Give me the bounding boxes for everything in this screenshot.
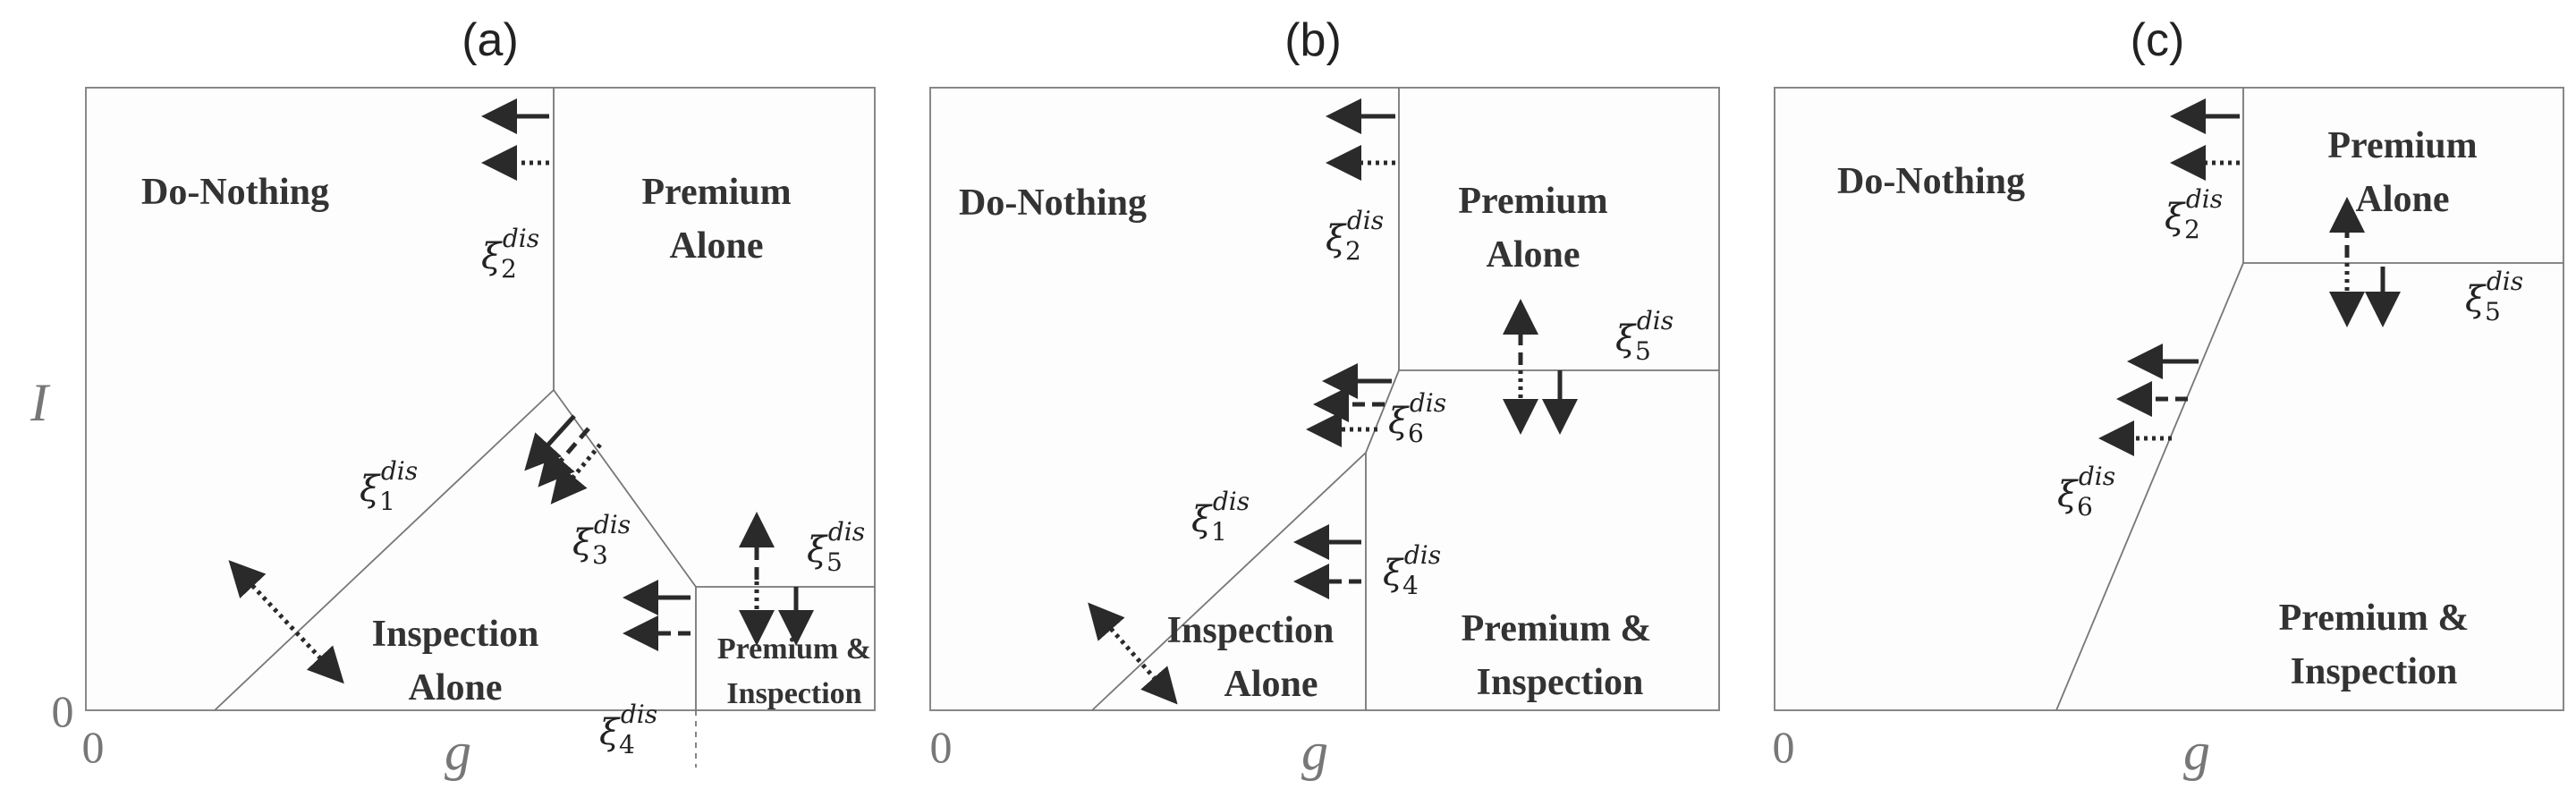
region-do-nothing: Do-Nothing — [141, 172, 329, 213]
arrow-solid-down-left — [524, 414, 576, 471]
region-premium-inspection-line1: Premium & — [2279, 598, 2470, 639]
threshold-label-xi4: ξ4dis — [1383, 540, 1441, 600]
region-premium-alone-line1: Premium — [1458, 181, 1607, 222]
region-premium-alone-line1: Premium — [2327, 125, 2477, 166]
threshold-label-xi4: ξ4dis — [599, 700, 657, 759]
region-premium-inspection-line2: Inspection — [1477, 662, 1644, 703]
y-origin-tick: 0 — [52, 686, 74, 736]
x-origin-tick: 0 — [1773, 722, 1795, 772]
region-premium-alone-line2: Alone — [670, 225, 764, 267]
region-premium-alone-line2: Alone — [1487, 234, 1580, 276]
region-do-nothing: Do-Nothing — [959, 182, 1147, 224]
threshold-label-xi3: ξ3dis — [572, 510, 631, 570]
panel-b: (b) 0 g Do-Nothing Premium Alone Inspect… — [929, 14, 1720, 781]
y-axis-label: I — [30, 373, 51, 432]
x-axis-label: g — [2183, 722, 2210, 781]
threshold-label-xi1: ξ1dis — [1191, 487, 1250, 547]
threshold-label-xi6: ξ6dis — [2057, 462, 2115, 522]
x-origin-tick: 0 — [82, 722, 105, 772]
boundary-xi6 — [1365, 369, 1400, 454]
region-do-nothing: Do-Nothing — [1837, 161, 2025, 202]
x-axis-label: g — [1301, 722, 1328, 781]
panel-a: (a) I 0 0 g Do-Nothing Premium Alone Ins… — [30, 14, 876, 781]
region-premium-alone-line1: Premium — [641, 172, 791, 213]
boundary-xi3 — [553, 389, 697, 588]
panel-label: (a) — [462, 14, 519, 66]
region-premium-inspection-line1: Premium & — [717, 632, 871, 666]
threshold-label-xi5: ξ5dis — [2465, 267, 2523, 327]
threshold-label-xi2: ξ2dis — [2165, 184, 2223, 244]
region-premium-inspection-line1: Premium & — [1462, 608, 1652, 649]
arrow-dashed-down-left — [538, 427, 590, 488]
region-inspection-alone-line1: Inspection — [372, 614, 539, 655]
x-origin-tick: 0 — [930, 722, 953, 772]
boundary-xi6 — [2055, 262, 2244, 711]
arrow-dotted-down-left — [550, 443, 602, 505]
region-inspection-alone-line2: Alone — [1224, 664, 1318, 705]
panel-c: (c) 0 g Do-Nothing Premium Alone Premium… — [1773, 14, 2564, 781]
arrow-dotted-bidirectional — [228, 560, 344, 684]
threshold-label-xi1: ξ1dis — [360, 456, 418, 516]
threshold-label-xi2: ξ2dis — [481, 224, 539, 284]
region-premium-alone-line2: Alone — [2356, 179, 2450, 220]
region-premium-inspection-line2: Inspection — [726, 677, 861, 710]
threshold-label-xi5: ξ5dis — [807, 517, 865, 577]
arrow-dotted-bidirectional — [1088, 602, 1178, 705]
region-inspection-alone-line2: Alone — [409, 667, 503, 708]
plot-frame — [85, 87, 876, 711]
x-axis-label: g — [445, 722, 471, 781]
region-premium-inspection-line2: Inspection — [2291, 651, 2458, 692]
threshold-label-xi2: ξ2dis — [1326, 206, 1384, 266]
panel-label: (b) — [1284, 14, 1342, 66]
panel-label: (c) — [2131, 14, 2185, 66]
threshold-label-xi6: ξ6dis — [1388, 388, 1446, 448]
region-inspection-alone-line1: Inspection — [1167, 610, 1335, 651]
plot-frame — [1774, 87, 2564, 711]
threshold-label-xi5: ξ5dis — [1615, 306, 1674, 366]
